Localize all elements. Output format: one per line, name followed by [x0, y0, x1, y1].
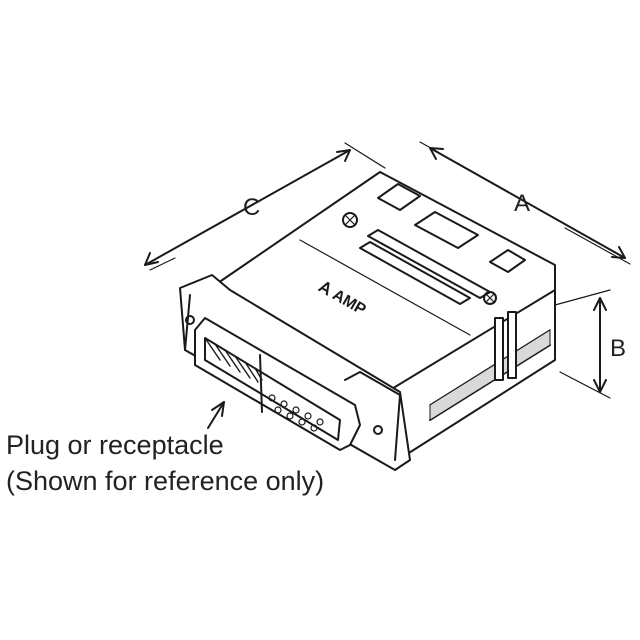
screw-icon: [342, 212, 358, 228]
dimension-label-a: A: [514, 190, 530, 217]
dimension-b: [554, 289, 611, 399]
caption-line-2: (Shown for reference only): [6, 466, 325, 496]
dsub-connector-face: [194, 317, 361, 451]
dimension-label-c: C: [243, 194, 260, 221]
caption-line-1: Plug or receptacle: [6, 430, 224, 460]
leader-arrow: [207, 401, 225, 429]
screw-icon: [483, 291, 497, 305]
dimension-c: [144, 142, 386, 271]
dimension-label-b: B: [610, 335, 626, 362]
dimension-a: [419, 141, 631, 265]
